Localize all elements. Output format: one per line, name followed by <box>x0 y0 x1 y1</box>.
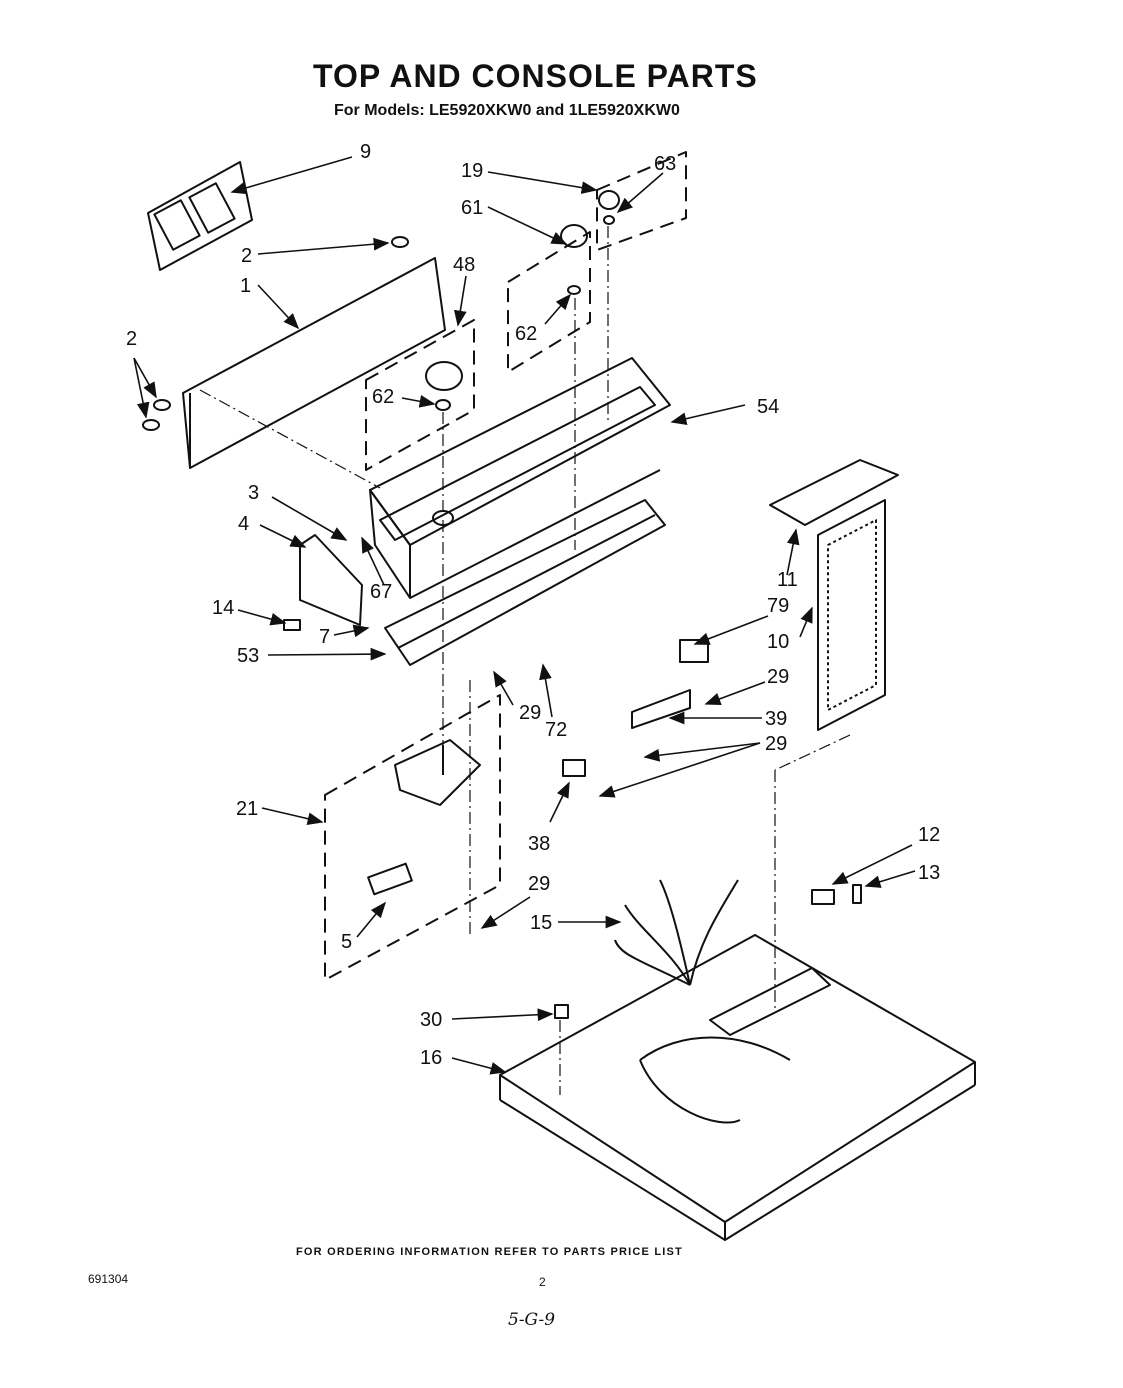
callout-2a: 2 <box>241 245 252 267</box>
document-number: 691304 <box>88 1272 129 1286</box>
callout-53: 53 <box>237 645 259 667</box>
callout-29d: 29 <box>528 873 550 895</box>
knob-62-left <box>425 361 463 411</box>
ordering-info-footer: FOR ORDERING INFORMATION REFER TO PARTS … <box>296 1246 683 1258</box>
callout-38: 38 <box>528 833 550 855</box>
callout-10: 10 <box>767 631 789 653</box>
callout-62a: 62 <box>372 386 394 408</box>
callout-16: 16 <box>420 1047 442 1069</box>
callout-29c: 29 <box>519 702 541 724</box>
callout-13: 13 <box>918 862 940 884</box>
callout-30: 30 <box>420 1009 442 1031</box>
part-38-switch <box>562 759 586 777</box>
callout-3: 3 <box>248 482 259 504</box>
part-79-switch <box>679 639 709 663</box>
part-19-knob-group <box>596 151 687 251</box>
part-54-console <box>369 357 671 599</box>
callout-12: 12 <box>918 824 940 846</box>
part-10-lint-filter <box>817 499 886 731</box>
part-15-wire-harness <box>614 879 791 1124</box>
callout-15: 15 <box>530 912 552 934</box>
alignment-lines <box>199 226 851 1095</box>
callout-21: 21 <box>236 798 258 820</box>
handwritten-note: 5-G-9 <box>508 1310 556 1330</box>
page-number: 2 <box>539 1275 546 1289</box>
callout-54: 54 <box>757 396 779 418</box>
callout-2b: 2 <box>126 328 137 350</box>
part-39-bracket <box>631 689 691 729</box>
part-61-knob-group <box>507 231 591 373</box>
models-subtitle: For Models: LE5920XKW0 and 1LE5920XKW0 <box>334 102 680 119</box>
callout-11: 11 <box>777 569 798 591</box>
callout-39: 39 <box>765 708 787 730</box>
part-11-filter-cover <box>769 459 899 526</box>
part-21-timer <box>367 739 481 896</box>
callout-29b: 29 <box>765 733 787 755</box>
callout-1: 1 <box>240 275 251 297</box>
callout-29a: 29 <box>767 666 789 688</box>
part-13-screw <box>852 884 862 904</box>
part-1-console-end-panel <box>182 257 446 469</box>
part-4-end-cap <box>299 534 363 626</box>
part-16-top <box>499 934 976 1241</box>
callout-63: 63 <box>654 153 676 175</box>
part-21-motor-group <box>324 694 501 981</box>
part-12-hinge <box>811 889 835 905</box>
callout-14: 14 <box>212 597 234 619</box>
part-30-plug <box>554 1004 569 1019</box>
part-53-console-channel <box>384 499 666 666</box>
callout-61: 61 <box>461 197 483 219</box>
callout-48: 48 <box>453 254 475 276</box>
part-9-bracket <box>147 161 253 271</box>
page-title: TOP AND CONSOLE PARTS <box>313 58 758 94</box>
callout-5: 5 <box>341 931 352 953</box>
callout-62b: 62 <box>515 323 537 345</box>
callout-9: 9 <box>360 141 371 163</box>
knob-19 <box>598 190 620 225</box>
callout-72: 72 <box>545 719 567 741</box>
part-2-screws <box>142 236 409 431</box>
leader-lines <box>133 156 916 1075</box>
callout-labels: 9 2 1 2 48 62 19 61 63 62 54 3 4 67 14 7… <box>126 141 940 1069</box>
callout-7: 7 <box>319 626 330 648</box>
callout-19: 19 <box>461 160 483 182</box>
callout-4: 4 <box>238 513 249 535</box>
callout-67: 67 <box>370 581 392 603</box>
part-14-clip <box>283 619 301 631</box>
callout-79: 79 <box>767 595 789 617</box>
